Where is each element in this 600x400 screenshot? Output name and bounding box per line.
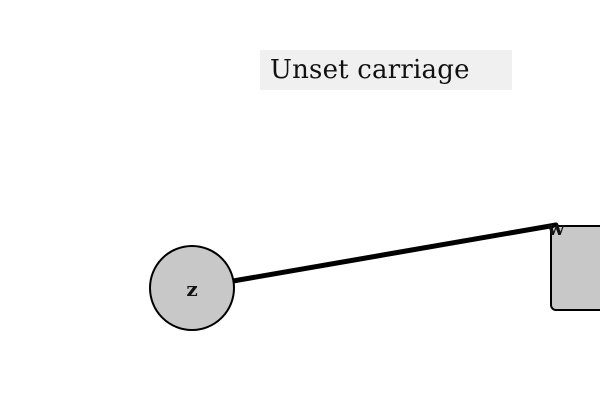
node-w[interactable]: w (546, 216, 600, 311)
node-w-shape[interactable] (550, 225, 600, 311)
node-w-label: w (546, 216, 565, 240)
node-z[interactable]: z (149, 245, 235, 331)
edge-z-w[interactable] (230, 222, 559, 284)
diagram-title: Unset carriage (260, 50, 512, 90)
node-z-shape[interactable] (149, 245, 235, 331)
node-z-label: z (186, 277, 197, 301)
